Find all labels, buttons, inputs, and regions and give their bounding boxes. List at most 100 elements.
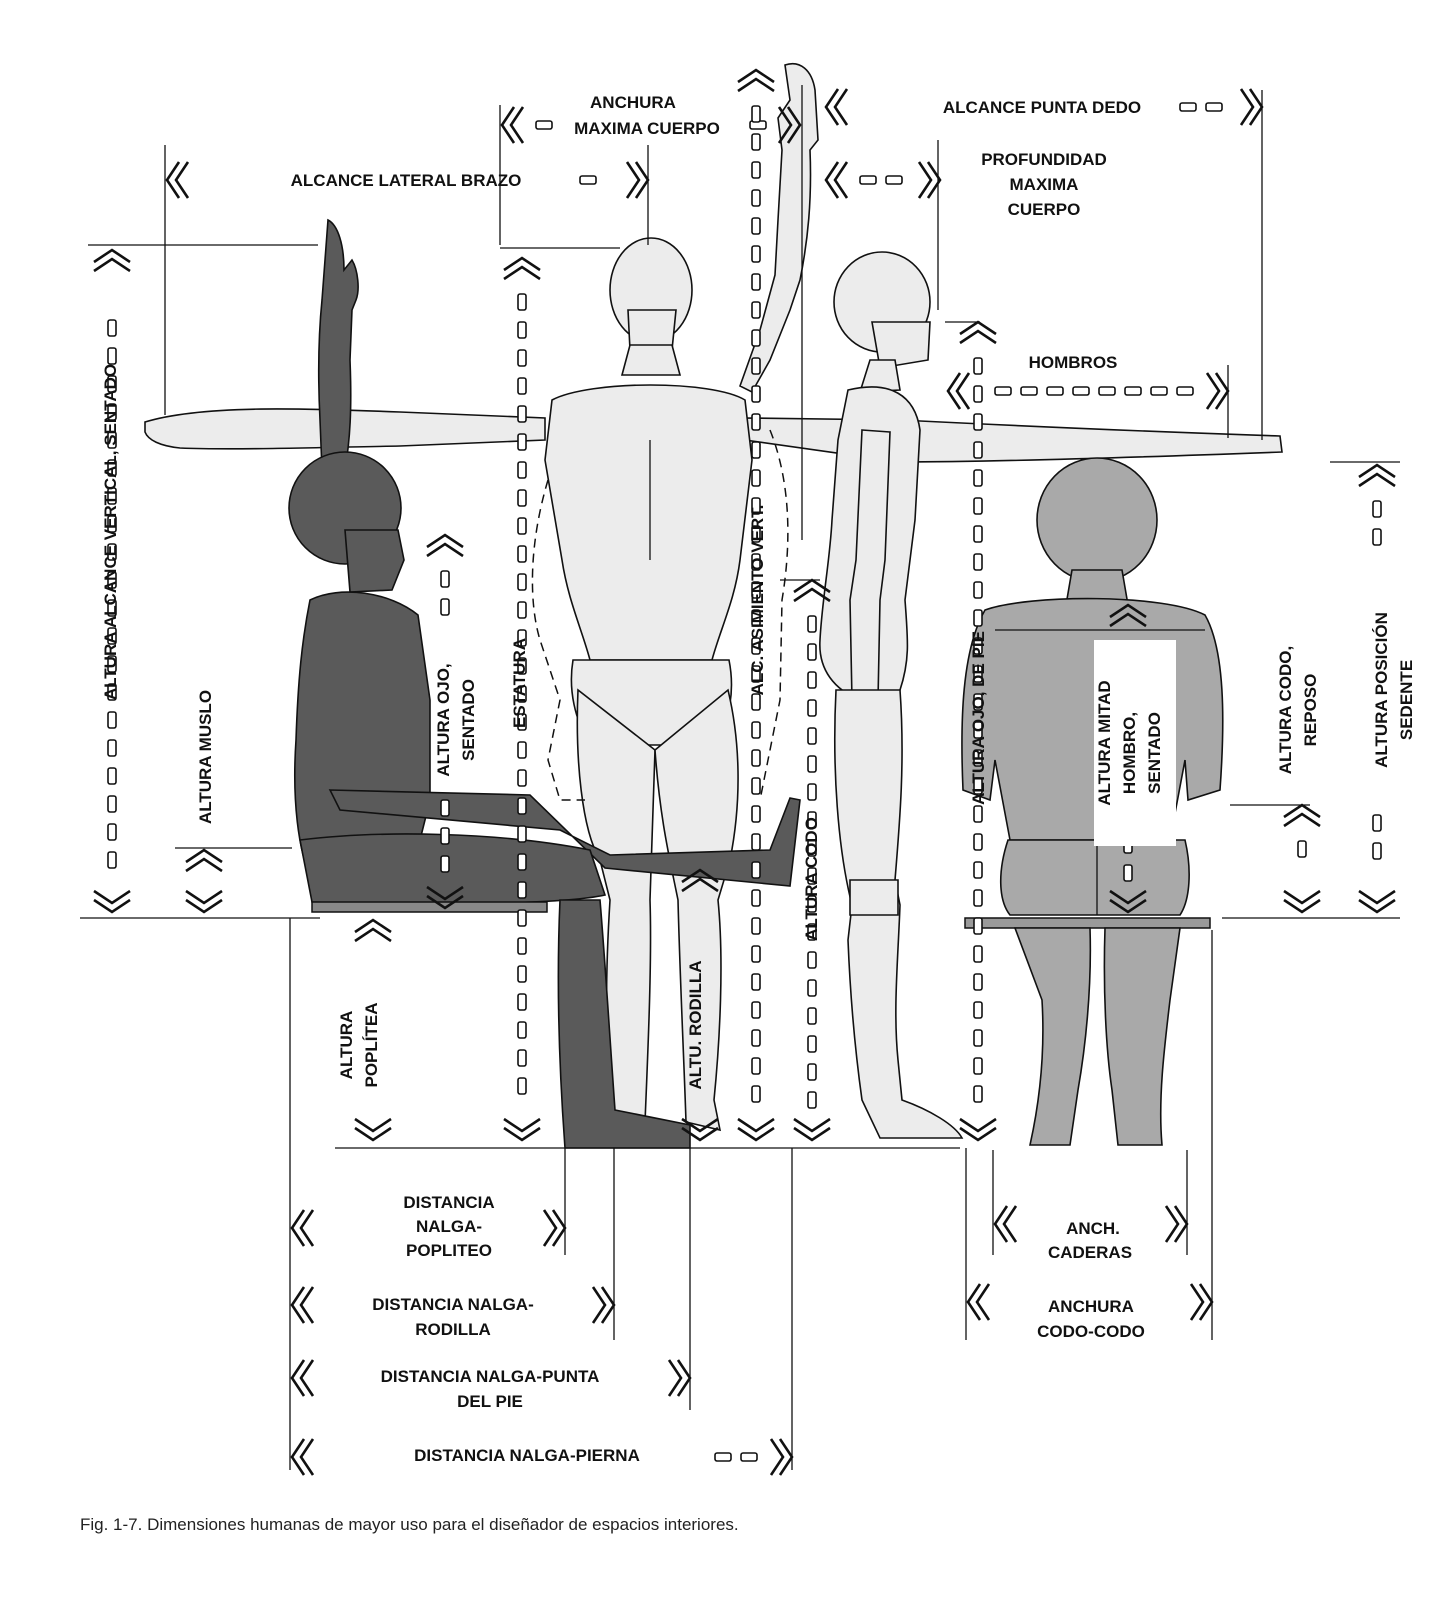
estatura-arrow-dash <box>517 601 527 619</box>
altura-codo-arrow-dash <box>807 979 817 997</box>
label-anchura-maxima-cuerpo-1: ANCHURA <box>590 93 676 112</box>
altura-codo-arrow-bottom-arrowhead <box>793 1117 831 1142</box>
label-dist-nalga-rodilla-1: DISTANCIA NALGA- <box>372 1295 533 1314</box>
altura-ojo-de-pie-arrow-dash <box>973 609 983 627</box>
label-altu-rodilla: ALTU. RODILLA <box>686 960 705 1089</box>
altura-muslo-arrow-bottom-arrowhead <box>185 889 223 914</box>
alcance-lateral-brazo-arrow-dash <box>579 175 597 185</box>
altura-ojo-de-pie-arrow-dash <box>973 637 983 655</box>
label-alcance-lateral-brazo: ALCANCE LATERAL BRAZO <box>291 171 522 190</box>
hombros-arrow-dash <box>1072 386 1090 396</box>
label-altura-codo-reposo-1: ALTURA CODO, <box>1276 646 1295 774</box>
label-dist-nalga-popliteo-3: POPLITEO <box>406 1241 492 1260</box>
altura-codo-arrow-dash <box>807 839 817 857</box>
altura-alcance-vertical-arrow-dash <box>107 543 117 561</box>
estatura-arrow-dash <box>517 825 527 843</box>
estatura-arrow-dash <box>517 993 527 1011</box>
dist-nalga-pierna-arrow-right-arrowhead <box>769 1438 794 1476</box>
altura-ojo-de-pie-arrow-dash <box>973 553 983 571</box>
alc-asimiento-vert-arrow-dash <box>751 133 761 151</box>
label-estatura: ESTATURA <box>510 638 529 728</box>
alc-asimiento-vert-arrow-dash <box>751 609 761 627</box>
altura-alcance-vertical-arrow-dash <box>107 823 117 841</box>
altura-ojo-sentado-arrow-dash <box>440 827 450 845</box>
anch-caderas-arrow-right-arrowhead <box>1164 1205 1189 1243</box>
label-altura-ojo-sentado-1: ALTURA OJO, <box>434 663 453 776</box>
estatura-arrow-dash <box>517 573 527 591</box>
alc-asimiento-vert-arrow-dash <box>751 777 761 795</box>
label-altura-mitad-hombro-1: ALTURA MITAD <box>1095 680 1114 805</box>
alcance-punta-dedo-arrow-dash <box>1179 102 1197 112</box>
altura-codo-arrow-dash <box>807 867 817 885</box>
alc-asimiento-vert-arrow-dash <box>751 217 761 235</box>
estatura-arrow-dash <box>517 517 527 535</box>
altura-codo-arrow-dash <box>807 755 817 773</box>
altura-codo-reposo-arrow-bottom-arrowhead <box>1283 889 1321 914</box>
dist-nalga-pierna-arrow-left-arrowhead <box>290 1438 315 1476</box>
altura-posicion-sedente-arrow-dash <box>1372 842 1382 860</box>
hombros-arrow-left-arrowhead <box>946 372 971 410</box>
altu-rodilla-arrow-bottom-arrowhead <box>681 1117 719 1142</box>
label-altura-poplitea-1: ALTURA <box>337 1011 356 1080</box>
altura-alcance-vertical-arrow-top-arrowhead <box>93 248 131 273</box>
altura-alcance-vertical-arrow-dash <box>107 767 117 785</box>
altura-alcance-vertical-arrow-dash <box>107 431 117 449</box>
dist-nalga-rodilla-arrow-right-arrowhead <box>591 1286 616 1324</box>
label-altura-ojo-sentado-2: SENTADO <box>459 679 478 761</box>
altura-posicion-sedente-arrow-top-arrowhead <box>1358 463 1396 488</box>
altura-alcance-vertical-arrow-dash <box>107 851 117 869</box>
label-dist-nalga-punta-pie-1: DISTANCIA NALGA-PUNTA <box>381 1367 600 1386</box>
altura-codo-arrow-dash <box>807 1063 817 1081</box>
alc-asimiento-vert-arrow-dash <box>751 917 761 935</box>
alcance-punta-dedo-arrow-left-arrowhead <box>824 88 849 126</box>
estatura-arrow-dash <box>517 545 527 563</box>
alc-asimiento-vert-arrow-dash <box>751 105 761 123</box>
seated-side-figure <box>288 218 801 1149</box>
profundidad-arrow-dash <box>885 175 903 185</box>
estatura-arrow-dash <box>517 769 527 787</box>
altura-ojo-de-pie-arrow-top-arrowhead <box>959 320 997 345</box>
alcance-punta-dedo-arrow-right-arrowhead <box>1239 88 1264 126</box>
alc-asimiento-vert-arrow-dash <box>751 329 761 347</box>
altura-ojo-de-pie-arrow-dash <box>973 385 983 403</box>
label-altura-poplitea-2: POPLÍTEA <box>362 1002 381 1087</box>
altura-alcance-vertical-arrow-dash <box>107 599 117 617</box>
estatura-arrow-dash <box>517 713 527 731</box>
alc-asimiento-vert-arrow-dash <box>751 273 761 291</box>
label-anchura-codo-codo-2: CODO-CODO <box>1037 1322 1145 1341</box>
dist-nalga-popliteo-arrow-left-arrowhead <box>290 1209 315 1247</box>
altura-ojo-de-pie-arrow-dash <box>973 861 983 879</box>
alcance-lateral-brazo-arrow-left-arrowhead <box>165 161 190 199</box>
altura-ojo-de-pie-arrow-dash <box>973 581 983 599</box>
altura-alcance-vertical-arrow-dash <box>107 655 117 673</box>
alc-asimiento-vert-arrow-dash <box>751 945 761 963</box>
estatura-arrow-dash <box>517 937 527 955</box>
altura-ojo-de-pie-arrow-dash <box>973 1001 983 1019</box>
estatura-arrow-dash <box>517 629 527 647</box>
estatura-arrow-dash <box>517 657 527 675</box>
alc-asimiento-vert-arrow-dash <box>751 1001 761 1019</box>
alc-asimiento-vert-arrow-dash <box>751 805 761 823</box>
figure-caption: Fig. 1-7. Dimensiones humanas de mayor u… <box>80 1515 739 1534</box>
estatura-arrow-dash <box>517 1049 527 1067</box>
altura-codo-arrow-dash <box>807 1007 817 1025</box>
altu-rodilla-arrow-top-arrowhead <box>681 868 719 893</box>
altura-ojo-de-pie-arrow-dash <box>973 777 983 795</box>
altura-alcance-vertical-arrow-dash <box>107 571 117 589</box>
altura-codo-arrow-dash <box>807 1091 817 1109</box>
estatura-arrow-dash <box>517 349 527 367</box>
alc-asimiento-vert-arrow-dash <box>751 693 761 711</box>
label-dist-nalga-popliteo-1: DISTANCIA <box>403 1193 494 1212</box>
label-hombros: HOMBROS <box>1029 353 1118 372</box>
altura-codo-reposo-arrow-dash <box>1297 840 1307 858</box>
estatura-arrow-dash <box>517 433 527 451</box>
labels: ANCHURA MAXIMA CUERPO ALCANCE PUNTA DEDO… <box>101 93 1416 1465</box>
altura-mitad-hombro-arrow-top-arrowhead <box>1109 603 1147 628</box>
estatura-arrow-dash <box>517 377 527 395</box>
altura-alcance-vertical-arrow-bottom-arrowhead <box>93 889 131 914</box>
altura-ojo-de-pie-arrow-dash <box>973 1029 983 1047</box>
altura-ojo-de-pie-arrow-dash <box>973 1085 983 1103</box>
altura-ojo-sentado-arrow-bottom-arrowhead <box>426 885 464 910</box>
altura-ojo-de-pie-arrow-dash <box>973 889 983 907</box>
hombros-arrow-dash <box>1046 386 1064 396</box>
